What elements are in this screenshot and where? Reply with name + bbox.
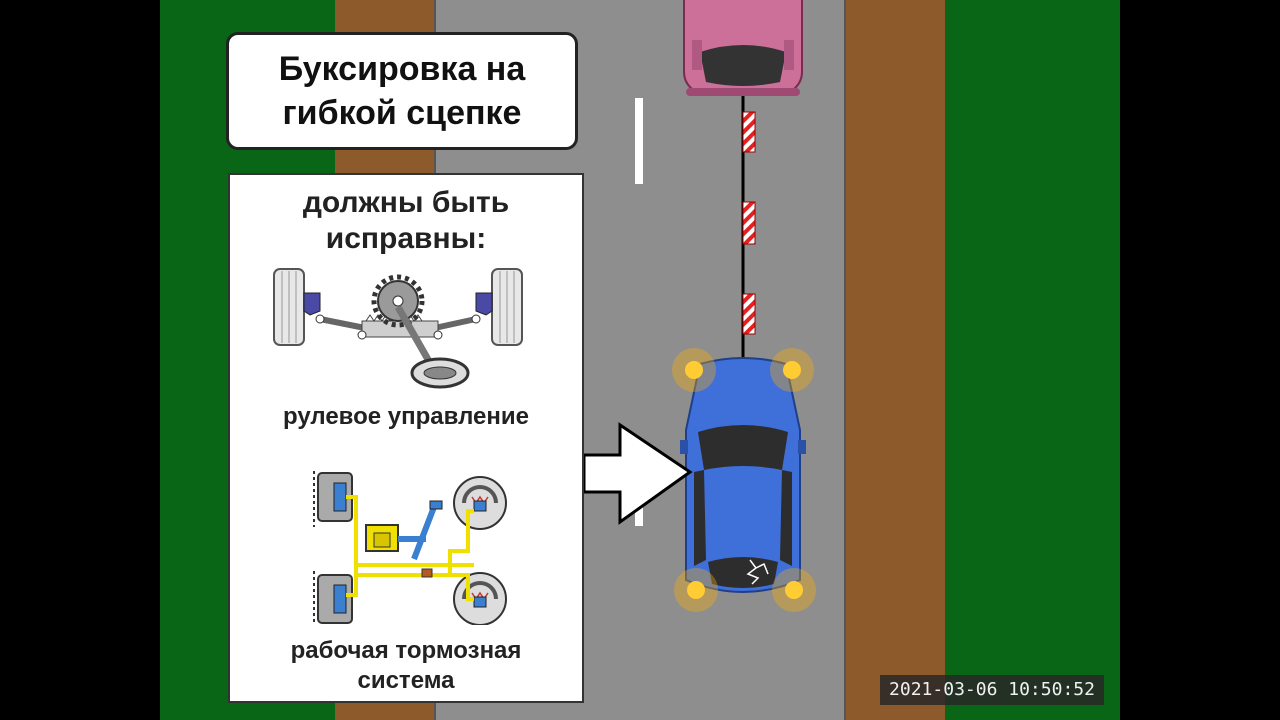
lane-marking [635,98,643,184]
towed-car [672,348,816,612]
requirements-panel: должны быть исправны: рулевое управление [228,173,584,703]
towing-car [683,0,803,96]
timestamp-overlay: 2021-03-06 10:50:52 [880,675,1104,705]
steering-system-icon [273,268,523,389]
tow-rope-icon [741,96,756,362]
grass-right [945,0,1120,720]
page-title: Буксировка на гибкой сцепке [278,50,526,132]
brake-caption: рабочая тормозная система [290,637,522,694]
steering-caption: рулевое управление [283,403,529,430]
hazard-light-icon [672,348,816,612]
arrow-right-icon [582,422,693,525]
dirt-strip-right [845,0,945,720]
panel-heading: должны быть исправны: [302,186,510,255]
brake-system-icon [313,471,507,625]
title-box: Буксировка на гибкой сцепке [226,32,578,150]
